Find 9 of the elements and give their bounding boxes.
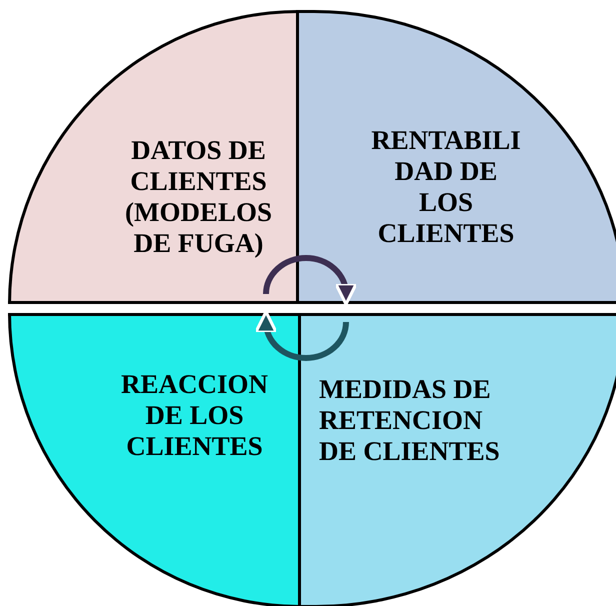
quadrant-sector bbox=[296, 10, 616, 304]
quadrant-sector bbox=[298, 313, 616, 606]
quadrant-sector bbox=[8, 313, 301, 606]
sector-label: MEDIDAS DE RETENCION DE CLIENTES bbox=[319, 374, 501, 467]
sector-label: DATOS DE CLIENTES (MODELOS DE FUGA) bbox=[124, 135, 273, 259]
sector-label: RENTABILIDAD DE LOS CLIENTES bbox=[371, 125, 521, 249]
sector-label: REACCION DE LOS CLIENTES bbox=[120, 369, 269, 462]
curved-arrow bbox=[255, 310, 349, 361]
curved-arrow bbox=[263, 255, 357, 306]
